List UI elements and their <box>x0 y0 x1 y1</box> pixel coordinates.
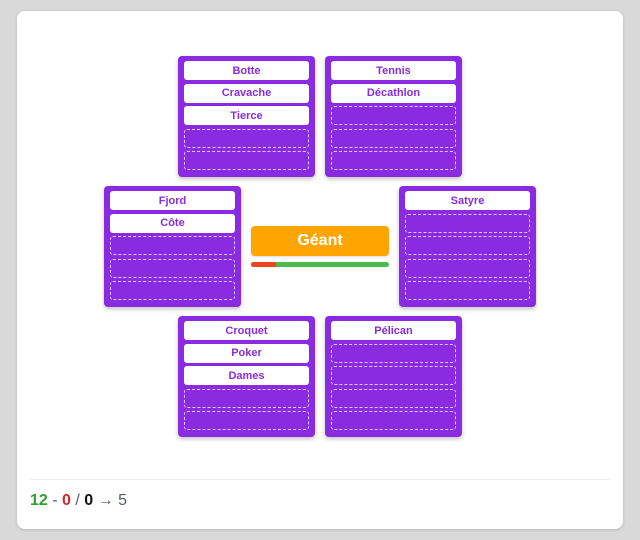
word-slot-empty[interactable] <box>331 366 456 385</box>
word-slot-empty[interactable] <box>110 258 235 278</box>
word-slot-empty[interactable] <box>110 236 235 255</box>
word-slot-filled[interactable]: Botte <box>184 61 309 80</box>
word-slot-filled[interactable]: Poker <box>184 343 309 363</box>
word-slot-empty[interactable] <box>331 151 456 170</box>
current-word-tile[interactable]: Géant <box>251 226 389 256</box>
word-slot-filled[interactable]: Tierce <box>184 106 309 125</box>
timer-bar <box>251 262 389 267</box>
word-slot-empty[interactable] <box>331 388 456 408</box>
word-slot-empty[interactable] <box>405 236 530 255</box>
score-correct: 12 <box>30 492 48 509</box>
word-slot-empty[interactable] <box>405 281 530 300</box>
word-slot-empty[interactable] <box>331 106 456 125</box>
score-arrow-icon: → <box>97 492 114 509</box>
score-remaining: 5 <box>118 492 128 509</box>
word-slot-filled[interactable]: Côte <box>110 213 235 233</box>
word-slot-empty[interactable] <box>184 411 309 430</box>
word-slot-filled[interactable]: Décathlon <box>331 83 456 103</box>
score-wrong: 0 <box>62 492 71 509</box>
score-dash: - <box>52 492 58 509</box>
word-slot-filled[interactable]: Pélican <box>331 321 456 340</box>
word-slot-filled[interactable]: Tennis <box>331 61 456 80</box>
word-slot-empty[interactable] <box>184 151 309 170</box>
score-slash: / <box>75 492 80 509</box>
word-group-bottom-right[interactable]: Pélican <box>325 316 462 437</box>
score-line: 12 - 0 / 0 → 5 <box>30 492 127 510</box>
word-slot-filled[interactable]: Satyre <box>405 191 530 210</box>
word-slot-filled[interactable]: Croquet <box>184 321 309 340</box>
divider <box>30 479 610 480</box>
word-group-middle-right[interactable]: Satyre <box>399 186 536 307</box>
timer-elapsed-fill <box>251 262 276 267</box>
word-slot-filled[interactable]: Cravache <box>184 83 309 103</box>
word-slot-empty[interactable] <box>331 343 456 363</box>
word-slot-empty[interactable] <box>405 213 530 233</box>
word-slot-empty[interactable] <box>110 281 235 300</box>
word-slot-empty[interactable] <box>331 128 456 148</box>
score-pending: 0 <box>84 492 94 509</box>
word-slot-empty[interactable] <box>331 411 456 430</box>
word-slot-filled[interactable]: Dames <box>184 366 309 385</box>
word-slot-empty[interactable] <box>184 388 309 408</box>
word-slot-empty[interactable] <box>184 128 309 148</box>
word-slot-empty[interactable] <box>405 258 530 278</box>
word-slot-filled[interactable]: Fjord <box>110 191 235 210</box>
